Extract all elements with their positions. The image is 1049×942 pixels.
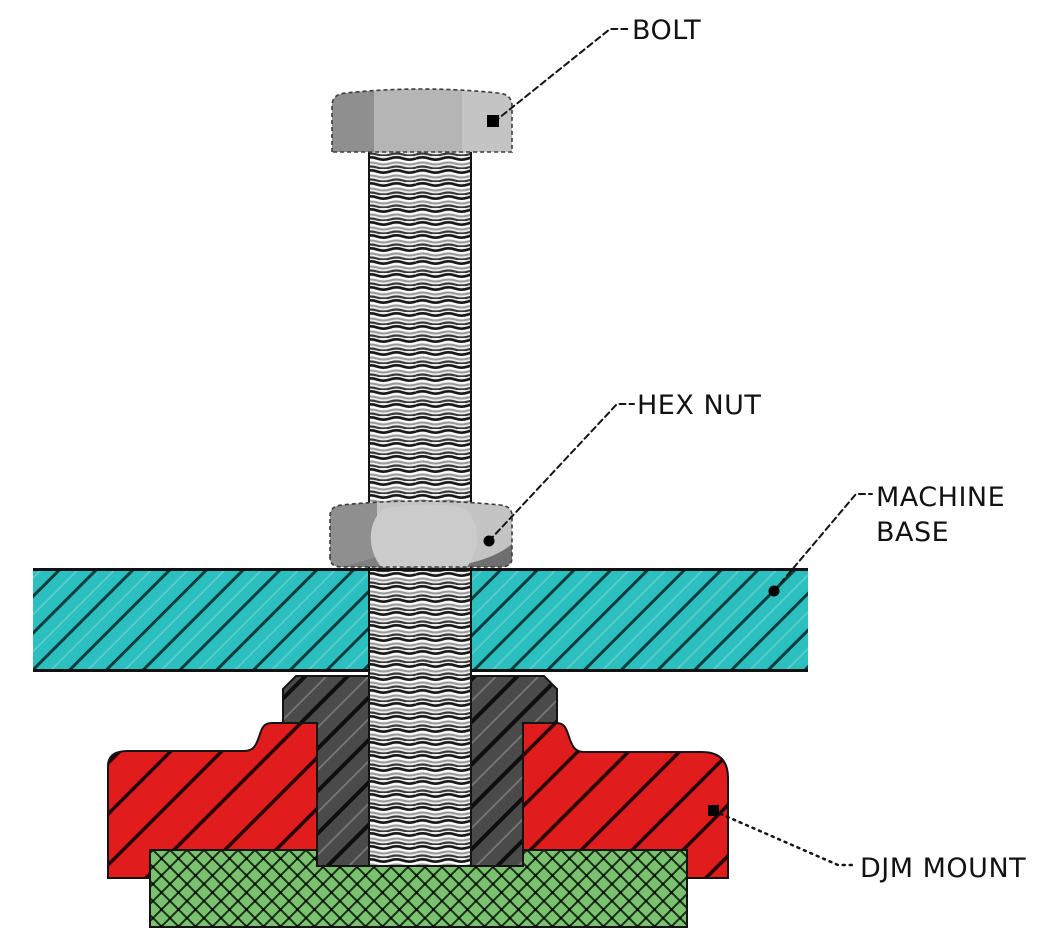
callout-bolt: BOLT [487, 15, 701, 127]
callout-hex-nut: HEX NUT [483, 390, 761, 547]
annotations: BOLT HEX NUT MACHINE BASE DJM MOUNT [483, 15, 1026, 884]
leader-dot-djm-mount [708, 805, 719, 816]
label-djm-mount: DJM MOUNT [860, 853, 1026, 884]
machine-base-plate [33, 568, 808, 672]
leader-line-bolt [493, 28, 630, 123]
label-machine-base-line2: BASE [876, 517, 949, 548]
hex-nut [329, 500, 513, 568]
leader-dot-machine-base [768, 585, 780, 597]
leader-dot-bolt [487, 115, 499, 127]
label-bolt: BOLT [632, 15, 701, 46]
leader-line-hex-nut [488, 403, 635, 542]
label-machine-base-line1: MACHINE [876, 482, 1005, 513]
leader-dot-hex-nut [483, 535, 495, 547]
callout-djm-mount: DJM MOUNT [708, 805, 1026, 884]
callout-machine-base: MACHINE BASE [768, 482, 1005, 597]
leader-line-machine-base [773, 493, 873, 592]
label-hex-nut: HEX NUT [637, 390, 761, 421]
leader-line-djm-mount [712, 809, 854, 867]
bolt-head [331, 88, 513, 153]
